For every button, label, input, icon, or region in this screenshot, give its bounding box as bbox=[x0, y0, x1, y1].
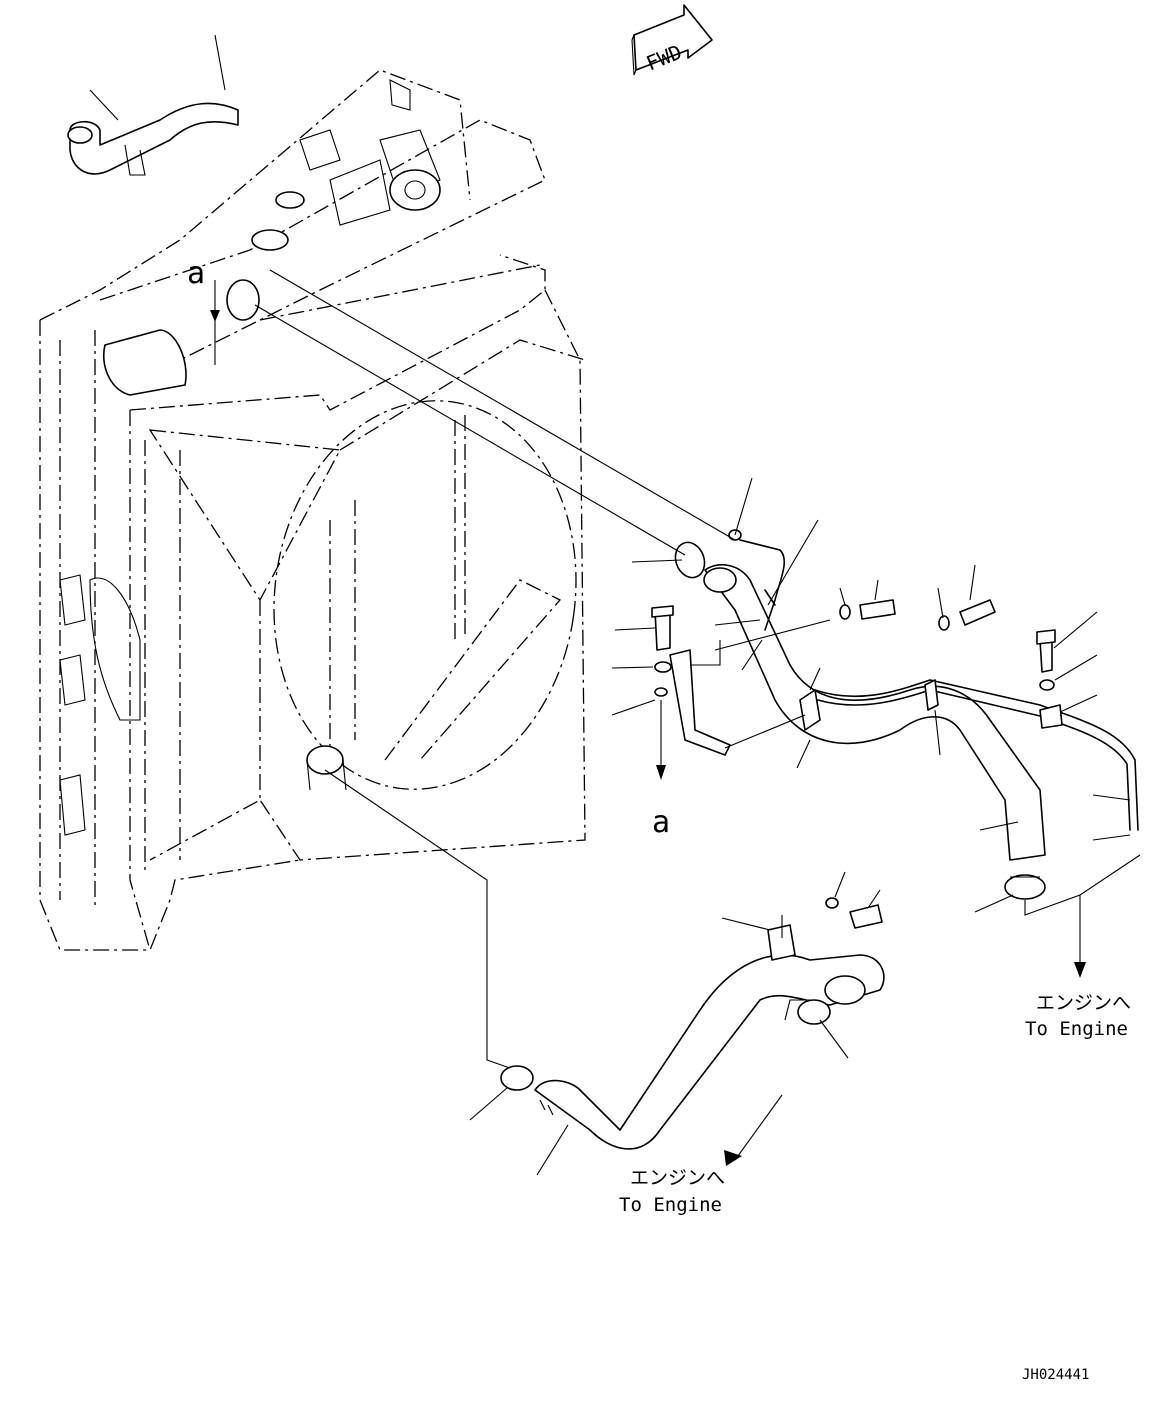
engine-label-en-right: To Engine bbox=[1025, 1018, 1128, 1040]
arrow-icon bbox=[210, 310, 1086, 1166]
lower-hose bbox=[500, 897, 885, 1150]
leader-lines bbox=[89, 34, 1141, 1176]
view-ref-label-bottom: a bbox=[652, 805, 670, 840]
engine-label-en-bottom: To Engine bbox=[619, 1194, 722, 1216]
radiator-assembly bbox=[39, 69, 586, 951]
drawing-number: JH024441 bbox=[1022, 1367, 1089, 1383]
upper-hose bbox=[674, 539, 1139, 900]
view-ref-label-top: a bbox=[187, 256, 205, 291]
engine-label-jp-right: エンジンへ bbox=[1036, 992, 1131, 1014]
hose-bracket bbox=[651, 605, 731, 756]
fwd-arrow-icon: FWD bbox=[631, 4, 713, 75]
overflow-pipe bbox=[67, 102, 239, 176]
engine-label-jp-bottom: エンジンへ bbox=[630, 1167, 725, 1189]
fasteners-upper bbox=[728, 529, 1056, 691]
